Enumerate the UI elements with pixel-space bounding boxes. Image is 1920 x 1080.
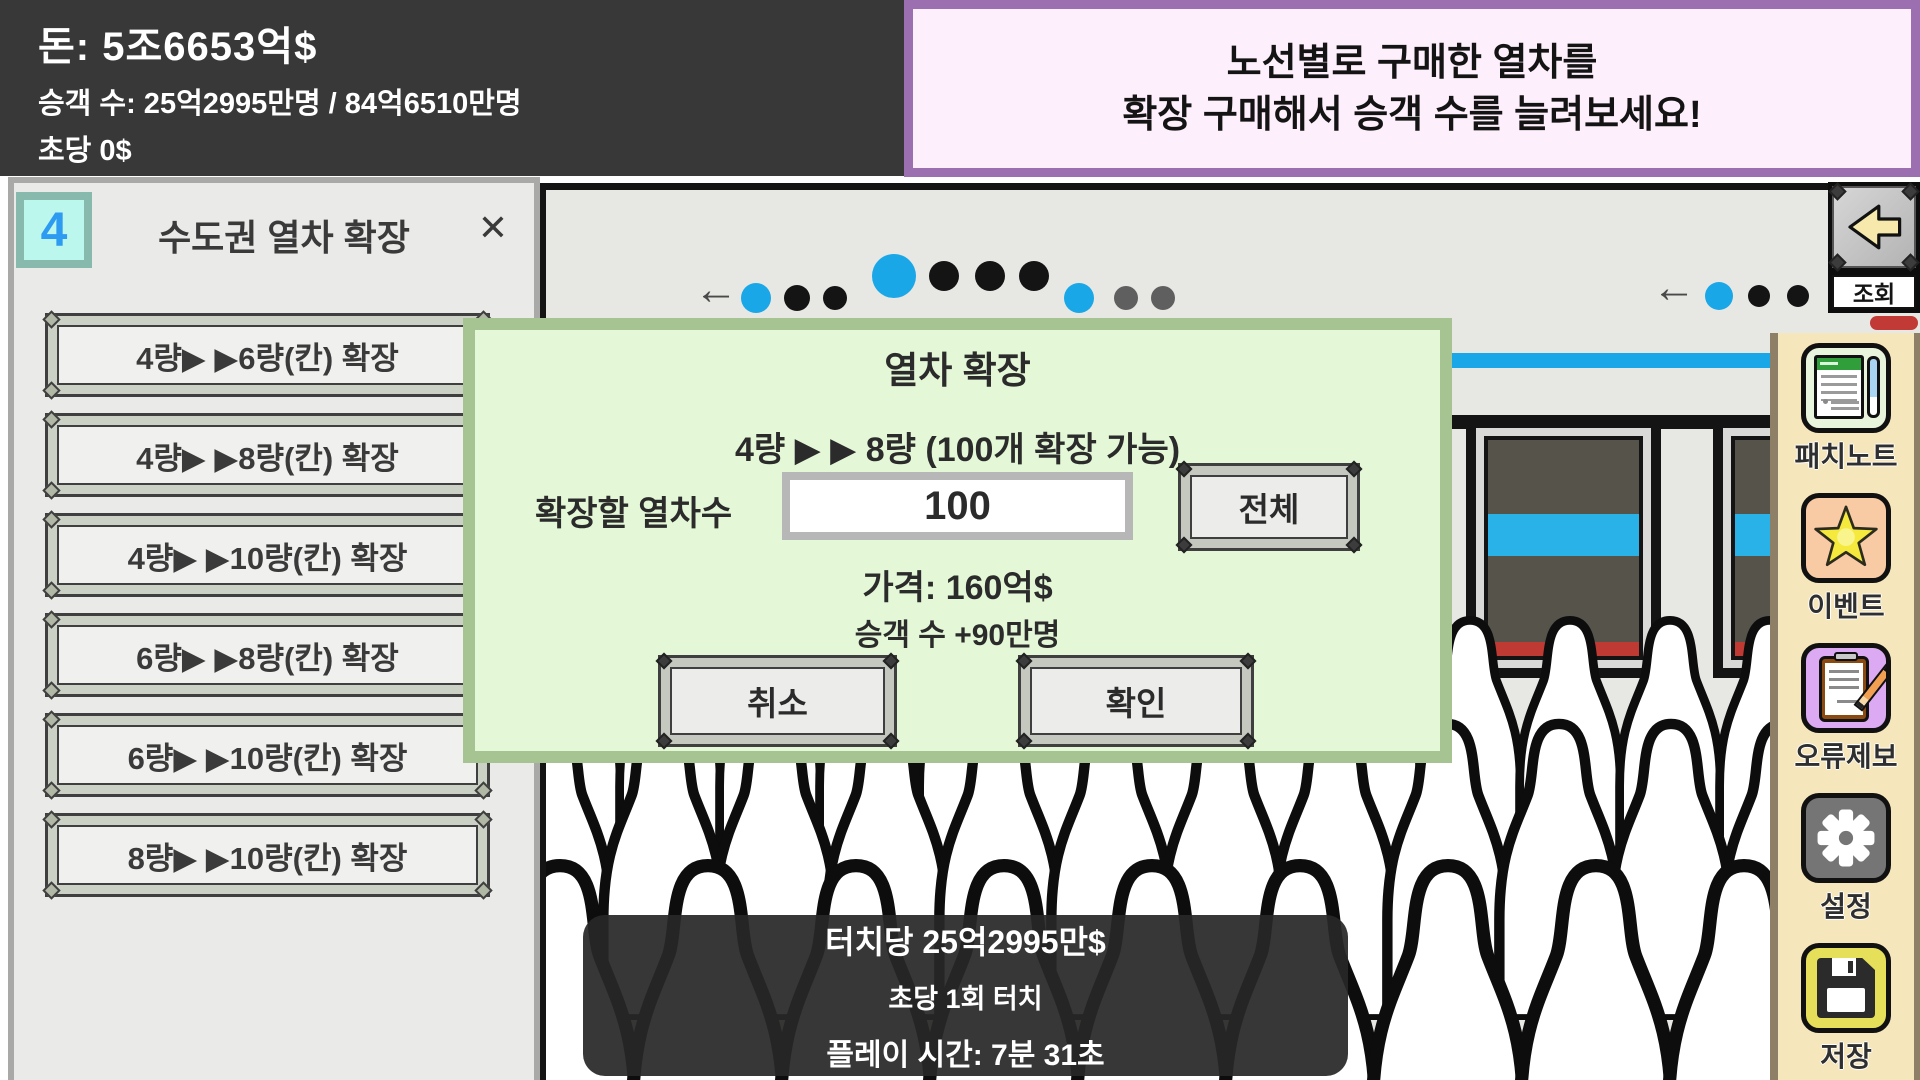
cancel-button[interactable]: 취소 [655, 652, 900, 750]
train-expand-dialog: 열차 확장 4량 ▶ ▶ 8량 (100개 확장 가능) 확장할 열차수 전체 … [463, 318, 1452, 763]
sidebar: 패치노트 이벤트 오류제보 [1770, 333, 1920, 1080]
train-expansion-panel: 4 수도권 열차 확장 ✕ 4량▶ ▶6량(칸) 확장 4량▶ ▶8량(칸) 확… [8, 177, 540, 1080]
expand-option-6to10-button[interactable]: 6량▶ ▶10량(칸) 확장 [42, 710, 493, 800]
panel-title: 수도권 열차 확장 [158, 217, 410, 258]
save-floppy-icon [1801, 943, 1891, 1033]
settings-gear-icon [1801, 793, 1891, 883]
station-dot[interactable] [1748, 285, 1770, 307]
money-text: 돈: 5조6653억$ [38, 25, 318, 69]
per-touch-text: 터치당 25억2995만$ [825, 924, 1106, 960]
sidebar-item-event[interactable]: 이벤트 [1778, 493, 1914, 643]
station-dot-current[interactable] [872, 254, 916, 298]
play-time-text: 플레이 시간: 7분 31초 [826, 1039, 1105, 1072]
back-button-label: 조회 [1832, 275, 1916, 309]
expand-count-input[interactable] [782, 472, 1133, 540]
top-stats-bar: 돈: 5조6653억$ 승객 수: 25억2995만명 / 84억6510만명 … [0, 0, 904, 176]
passenger-gain-text: 승객 수 +90만명 [854, 619, 1061, 652]
expand-option-6to8-button[interactable]: 6량▶ ▶8량(칸) 확장 [42, 610, 493, 700]
station-dot[interactable] [929, 261, 959, 291]
expand-count-label: 확장할 열차수 [535, 495, 733, 533]
station-dot[interactable] [784, 285, 810, 311]
station-dot-blue[interactable] [1064, 283, 1094, 313]
sidebar-item-patch-notes[interactable]: 패치노트 [1778, 343, 1914, 493]
station-dot[interactable] [975, 261, 1005, 291]
left-arrow-icon: ← [1652, 263, 1696, 312]
sidebar-item-bug-report[interactable]: 오류제보 [1778, 643, 1914, 793]
station-dot[interactable] [823, 286, 847, 310]
station-dot-gray[interactable] [1151, 286, 1175, 310]
station-dot-blue[interactable] [1705, 282, 1733, 310]
station-dot-blue[interactable] [741, 283, 771, 313]
expand-option-8to10-button[interactable]: 8량▶ ▶10량(칸) 확장 [42, 810, 493, 900]
patch-notes-icon [1801, 343, 1891, 433]
station-dot-gray[interactable] [1114, 286, 1138, 310]
price-text: 가격: 160억$ [862, 569, 1053, 607]
income-per-second-text: 초당 0$ [38, 135, 132, 167]
passenger-count-text: 승객 수: 25억2995만명 / 84억6510만명 [38, 88, 522, 120]
sidebar-item-save[interactable]: 저장 [1778, 943, 1914, 1080]
close-icon[interactable]: ✕ [477, 207, 508, 248]
station-dot[interactable] [1787, 285, 1809, 307]
train-red-stripe [1870, 316, 1918, 330]
bug-report-icon [1801, 643, 1891, 733]
hint-line-1: 노선별로 구매한 열차를 [1226, 41, 1598, 84]
line-number-badge: 4 [16, 192, 92, 268]
expand-option-4to6-button[interactable]: 4량▶ ▶6량(칸) 확장 [42, 310, 493, 400]
expand-option-4to10-button[interactable]: 4량▶ ▶10량(칸) 확장 [42, 510, 493, 600]
touch-info-panel: 터치당 25억2995만$ 초당 1회 터치 플레이 시간: 7분 31초 [583, 915, 1348, 1076]
select-all-button[interactable]: 전체 [1175, 460, 1363, 554]
expand-option-4to8-button[interactable]: 4량▶ ▶8량(칸) 확장 [42, 410, 493, 500]
confirm-button[interactable]: 확인 [1015, 652, 1257, 750]
expand-range-text: 4량 ▶ ▶ 8량 (100개 확장 가능) [734, 431, 1181, 469]
view-mode-control: 조회 [1828, 182, 1920, 313]
event-star-icon [1801, 493, 1891, 583]
back-button[interactable] [1828, 182, 1920, 272]
hint-banner: 노선별로 구매한 열차를 확장 구매해서 승객 수를 늘려보세요! [904, 0, 1920, 177]
station-dot[interactable] [1019, 261, 1049, 291]
back-arrow-icon [1848, 204, 1902, 250]
touch-rate-text: 초당 1회 터치 [888, 984, 1043, 1014]
hint-line-2: 확장 구매해서 승객 수를 늘려보세요! [1122, 93, 1702, 136]
left-arrow-icon: ← [694, 265, 738, 314]
sidebar-item-settings[interactable]: 설정 [1778, 793, 1914, 943]
dialog-title: 열차 확장 [884, 350, 1031, 391]
